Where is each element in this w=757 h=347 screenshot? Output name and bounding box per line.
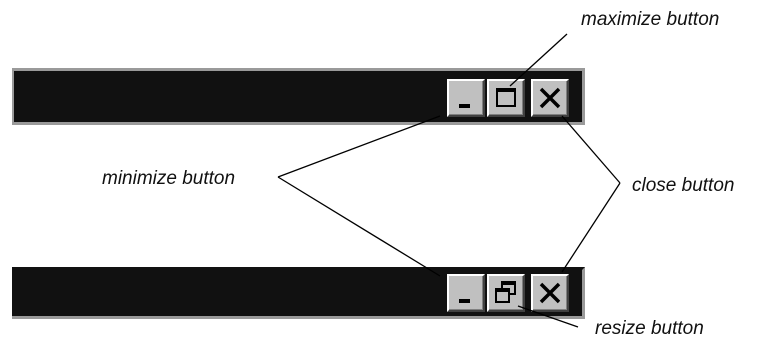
close-button[interactable] (531, 79, 569, 117)
resize-button-label: resize button (595, 318, 704, 339)
minimize-callout-line-upper (277, 115, 441, 178)
minimize-button-label: minimize button (102, 168, 236, 189)
minimize-button[interactable] (447, 274, 485, 312)
close-button-label: close button (632, 175, 735, 196)
maximize-button[interactable] (487, 79, 525, 117)
restore-icon (495, 281, 516, 303)
close-callout-line-upper (561, 115, 621, 184)
close-icon (539, 282, 561, 304)
minimize-button[interactable] (447, 79, 485, 117)
minimize-icon (459, 104, 470, 108)
minimize-icon (459, 299, 470, 303)
close-button[interactable] (531, 274, 569, 312)
resize-callout-line (517, 305, 579, 328)
close-icon (539, 87, 561, 109)
close-callout-line-lower (561, 182, 621, 273)
maximize-callout-line (509, 33, 568, 87)
maximize-icon (496, 88, 516, 107)
maximize-button-label: maximize button (581, 9, 720, 30)
minimize-callout-line-lower (277, 176, 441, 277)
